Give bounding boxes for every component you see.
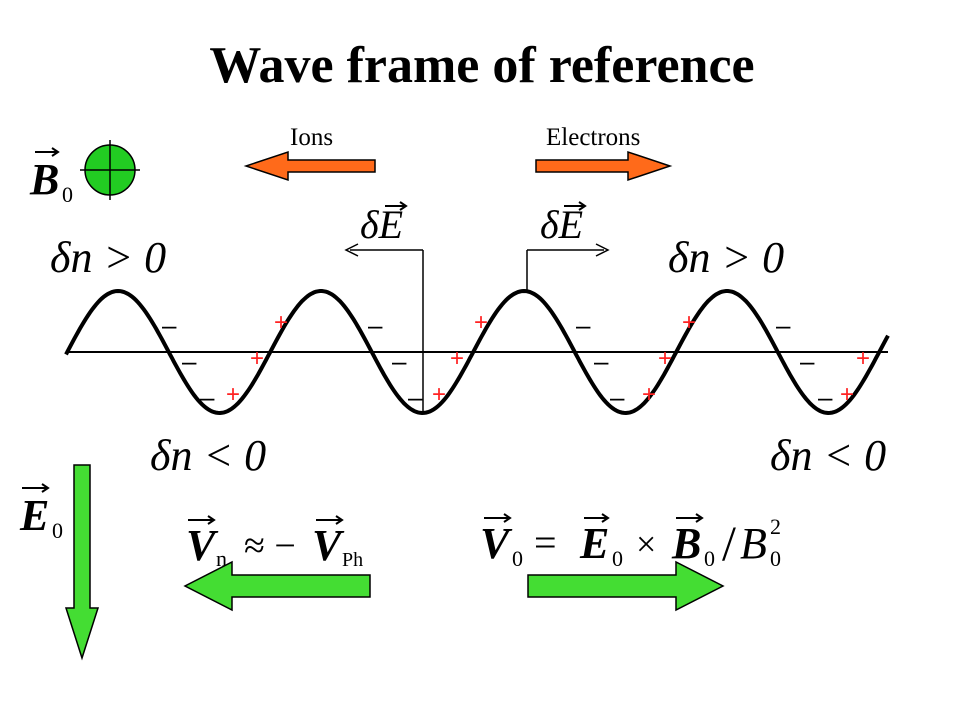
negative-charge: – [392, 346, 407, 376]
b0-subscript: 0 [62, 182, 73, 207]
positive-charge: + [226, 381, 240, 408]
vn-equation: V n ≈ − V Ph [186, 515, 363, 571]
positive-charge: + [682, 309, 696, 336]
ions-label: Ions [290, 124, 333, 151]
vn-v: V [186, 521, 219, 570]
page-title: Wave frame of reference [209, 37, 754, 94]
electrons-label: Electrons [546, 124, 640, 151]
v0-bsq-sup: 2 [770, 514, 781, 539]
v0-v: V [480, 519, 513, 568]
positive-charge: + [856, 345, 870, 372]
delta-e-right-arrow [526, 243, 610, 292]
negative-charge: – [182, 346, 197, 376]
ions-arrow [243, 150, 376, 182]
delta-e-left-label: δE [360, 201, 408, 247]
v0-equation: V 0 = E 0 × B 0 / B 2 0 [480, 513, 781, 571]
positive-charge: + [474, 309, 488, 336]
b0-out-of-page-icon [80, 140, 140, 200]
v0-e: E [579, 519, 609, 568]
vn-approx: ≈ − [244, 525, 296, 567]
negative-charge: – [368, 310, 383, 340]
electrons-arrow [535, 150, 673, 182]
negative-charge: – [162, 310, 177, 340]
vn-left-arrow [183, 560, 371, 612]
v0-slash: / [722, 515, 736, 571]
v0-b-sub: 0 [704, 546, 715, 571]
b0-symbol: B 0 [29, 147, 73, 207]
v0-b: B [671, 519, 701, 568]
e0-letter: E [19, 491, 49, 540]
negative-charge: – [800, 346, 815, 376]
v0-e-sub: 0 [612, 546, 623, 571]
density-wave [64, 288, 890, 416]
positive-charge: + [658, 345, 672, 372]
delta-e-left-arrow [344, 243, 424, 412]
negative-charge: – [576, 310, 591, 340]
negative-charge: – [200, 382, 215, 412]
positive-charge: + [432, 381, 446, 408]
v0-sub0: 0 [512, 546, 523, 571]
positive-charge: + [274, 309, 288, 336]
dn-positive-right: δn > 0 [668, 233, 784, 282]
v0-right-arrow [527, 560, 725, 612]
dn-negative-right: δn < 0 [770, 431, 886, 480]
dn-negative-left: δn < 0 [150, 431, 266, 480]
e0-symbol: E 0 [19, 483, 63, 543]
positive-charge: + [250, 345, 264, 372]
delta-e-right-label: δE [540, 201, 587, 247]
positive-charge: + [642, 381, 656, 408]
e0-down-arrow [64, 464, 100, 661]
positive-charge: + [450, 345, 464, 372]
charges-group: ––––––––––––+++++++++++ [162, 309, 870, 412]
v0-bsq-sub: 0 [770, 546, 781, 571]
v0-bsq: B [740, 519, 767, 568]
negative-charge: – [818, 382, 833, 412]
negative-charge: – [594, 346, 609, 376]
v0-times: × [636, 524, 656, 564]
vn-sub-ph: Ph [342, 549, 363, 571]
negative-charge: – [776, 310, 791, 340]
v0-equals: = [534, 520, 557, 565]
b0-letter: B [29, 155, 59, 204]
e0-subscript: 0 [52, 518, 63, 543]
dn-positive-left: δn > 0 [50, 233, 166, 282]
negative-charge: – [408, 382, 423, 412]
vn-sub-n: n [216, 546, 227, 571]
vn-v2: V [312, 521, 345, 570]
delta-e-right-text: δE [540, 202, 583, 247]
delta-e-left-text: δE [360, 202, 403, 247]
negative-charge: – [610, 382, 625, 412]
positive-charge: + [840, 381, 854, 408]
